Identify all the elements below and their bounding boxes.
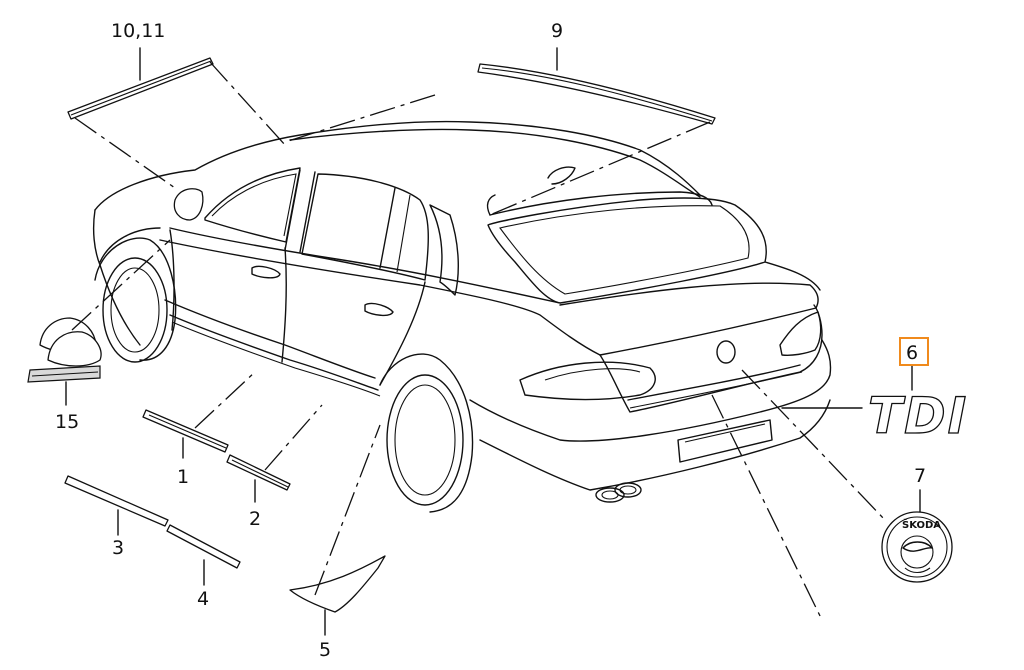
part-4-door-strip: [166, 524, 241, 569]
part-10-11-window-trim: [67, 57, 214, 120]
car-illustration: [92, 120, 832, 513]
callout-15: 15: [55, 411, 79, 433]
part-9-roof-trim: [477, 63, 716, 125]
leader-lines: [65, 47, 921, 636]
callout-1: 1: [177, 466, 189, 488]
emblem-text: ŠKODA: [902, 518, 941, 531]
callout-3: 3: [112, 537, 124, 559]
part-1-sill-strip: [142, 409, 229, 453]
callout-9: 9: [551, 20, 563, 42]
callout-6: 6: [906, 342, 918, 364]
tdi-badge-text: TDI: [868, 387, 968, 445]
callout-5: 5: [319, 639, 331, 661]
part-15-mirror-cap: [27, 317, 102, 383]
callout-2: 2: [249, 508, 261, 530]
callout-labels: 10,11 9 15 1 2 3 4 5 6 7: [55, 20, 929, 661]
callout-7: 7: [914, 465, 926, 487]
callout-10-11: 10,11: [111, 20, 165, 42]
part-7-skoda-emblem: ŠKODA: [881, 511, 953, 583]
part-2-sill-strip: [226, 454, 291, 491]
callout-4: 4: [197, 588, 209, 610]
part-6-tdi-badge: TDI: [867, 386, 968, 445]
part-5-wheel-arch-trim: [289, 555, 386, 613]
part-3-door-strip: [64, 475, 169, 527]
callout-6-highlight: [899, 337, 929, 366]
